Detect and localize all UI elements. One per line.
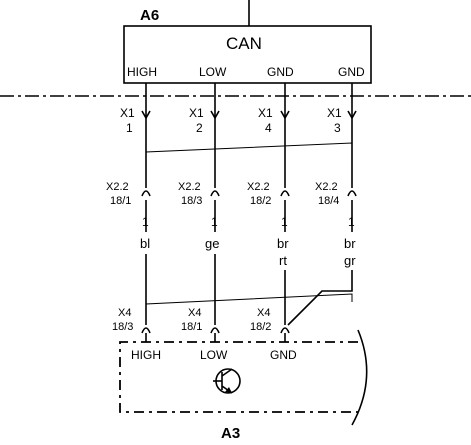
x4-pin-symbol-2 [210, 327, 220, 334]
x22-conn-label-1: X2.2 [106, 181, 129, 193]
wire-color-2: ge [205, 236, 219, 251]
x1-conn-label-2: X1 [189, 106, 204, 120]
x1-pin-arrow-1 [141, 110, 151, 120]
x1-pin-arrow-2 [210, 110, 220, 120]
x1-pin-label-3: 4 [265, 121, 272, 135]
wire-color-3-stripe: rt [279, 253, 287, 268]
inline-pin-1: 1 [142, 215, 149, 229]
twist-marker-lower [145, 293, 353, 312]
x1-pin-label-4: 3 [334, 121, 341, 135]
module-a6-title: CAN [226, 34, 262, 53]
x1-pin-label-2: 2 [196, 121, 203, 135]
x22-conn-label-2: X2.2 [178, 181, 201, 193]
x4-conn-label-1: X4 [118, 307, 131, 319]
wire-color-4-stripe: gr [344, 253, 356, 268]
x22-pin-label-4: 18/4 [318, 195, 339, 207]
a6-pin-gnd-2: GND [338, 65, 365, 79]
x22-pin-label-2: 18/3 [181, 195, 202, 207]
inline-pin-2: 1 [211, 215, 218, 229]
module-a3-break-edge [351, 329, 368, 426]
x4-conn-label-2: X4 [188, 307, 201, 319]
x22-pin-label-1: 18/1 [110, 195, 131, 207]
x1-connector-symbols [141, 110, 357, 120]
x4-pin-symbol-3 [280, 327, 290, 334]
x22-conn-label-3: X2.2 [247, 181, 270, 193]
a6-pin-low: LOW [199, 65, 227, 79]
a3-pin-low: LOW [200, 348, 228, 362]
x22-pin-symbol-4 [347, 190, 357, 197]
transistor-icon [213, 368, 241, 394]
wire-color-3: br [277, 236, 289, 251]
inline-pin-3: 1 [281, 215, 288, 229]
twist-marker-upper [145, 142, 353, 162]
module-a6-box [123, 25, 372, 84]
inline-pin-4: 1 [348, 215, 355, 229]
x1-pin-arrow-4 [347, 110, 357, 120]
x1-pin-label-1: 1 [126, 121, 133, 135]
a6-pin-high: HIGH [127, 65, 157, 79]
x4-pin-label-2: 18/1 [181, 321, 202, 333]
x4-connector-symbols [141, 327, 290, 342]
x22-connector-symbols [141, 190, 357, 197]
module-a6-label: A6 [140, 7, 159, 24]
module-a3-label: A3 [221, 425, 240, 442]
x22-conn-label-4: X2.2 [315, 181, 338, 193]
a6-pin-gnd-1: GND [267, 65, 294, 79]
x22-pin-symbol-2 [210, 190, 220, 197]
a3-pin-gnd: GND [270, 348, 297, 362]
x1-pin-arrow-3 [280, 110, 290, 120]
wire-color-4: br [344, 236, 356, 251]
wire-color-1: bl [140, 236, 150, 251]
a3-pin-high: HIGH [131, 348, 161, 362]
x22-pin-symbol-1 [141, 190, 151, 197]
x4-conn-label-3: X4 [257, 307, 270, 319]
x4-pin-symbol-1 [141, 327, 151, 334]
x4-pin-label-1: 18/3 [112, 321, 133, 333]
x1-conn-label-1: X1 [120, 106, 135, 120]
x22-pin-symbol-3 [280, 190, 290, 197]
x22-pin-label-3: 18/2 [250, 195, 271, 207]
x4-pin-label-3: 18/2 [250, 321, 271, 333]
x1-conn-label-3: X1 [258, 106, 273, 120]
wire-4-lower [287, 270, 353, 326]
x1-conn-label-4: X1 [327, 106, 342, 120]
module-a3-outline [119, 341, 358, 413]
